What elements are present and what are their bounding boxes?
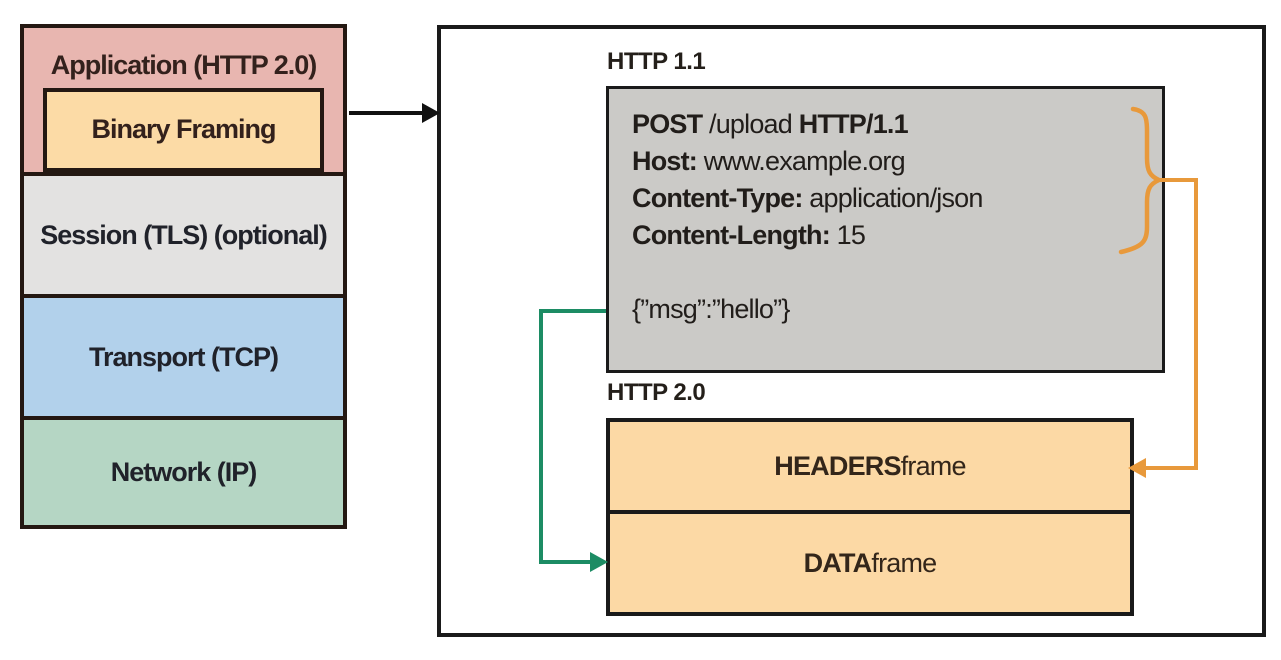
header-value: 15 bbox=[829, 220, 866, 250]
header-key: Host: bbox=[632, 146, 698, 176]
http11-request-box: POST /upload HTTP/1.1 Host: www.example.… bbox=[606, 86, 1165, 373]
data-frame-keyword: DATA bbox=[803, 547, 873, 578]
header-key: Content-Type: bbox=[632, 183, 803, 213]
layer-session-label: Session (TLS) (optional) bbox=[40, 219, 327, 250]
layer-network-label: Network (IP) bbox=[110, 457, 258, 487]
header-value: application/json bbox=[802, 183, 983, 213]
layer-session: Session (TLS) (optional) bbox=[24, 172, 343, 294]
request-line-post: POST /upload HTTP/1.1 bbox=[632, 106, 1152, 143]
request-line-content-length: Content-Length: 15 bbox=[632, 217, 1152, 254]
request-path: /upload bbox=[702, 109, 799, 139]
headers-frame-keyword: HEADERS bbox=[774, 450, 901, 481]
binary-framing-box: Binary Framing bbox=[43, 88, 324, 172]
layer-application-label: Application (HTTP 2.0) bbox=[50, 50, 318, 80]
request-line-content-type: Content-Type: application/json bbox=[632, 180, 1152, 217]
headers-frame-rest: frame bbox=[900, 450, 967, 481]
header-value: www.example.org bbox=[697, 146, 906, 176]
stack-to-panel-arrow bbox=[349, 103, 440, 123]
request-method: POST bbox=[632, 109, 703, 139]
request-body-json: {”msg”:”hello”} bbox=[632, 294, 790, 324]
protocol-stack: Application (HTTP 2.0) Binary Framing Se… bbox=[20, 24, 347, 529]
layer-network: Network (IP) bbox=[24, 416, 343, 525]
layer-application: Application (HTTP 2.0) Binary Framing bbox=[24, 28, 343, 172]
http20-frames-box: HEADERS frame DATA frame bbox=[606, 418, 1134, 616]
request-blank-line bbox=[632, 254, 1152, 291]
frame-mapping-panel: HTTP 1.1 POST /upload HTTP/1.1 Host: www… bbox=[437, 25, 1266, 637]
layer-transport-label: Transport (TCP) bbox=[88, 341, 279, 372]
layer-transport: Transport (TCP) bbox=[24, 294, 343, 416]
http20-section-label: HTTP 2.0 bbox=[607, 379, 706, 406]
header-key: Content-Length: bbox=[632, 220, 831, 250]
headers-frame: HEADERS frame bbox=[610, 422, 1130, 514]
data-frame: DATA frame bbox=[610, 514, 1130, 612]
data-frame-rest: frame bbox=[871, 547, 937, 578]
http11-section-label: HTTP 1.1 bbox=[607, 48, 706, 75]
request-line-host: Host: www.example.org bbox=[632, 143, 1152, 180]
request-version: HTTP/1.1 bbox=[798, 109, 909, 139]
binary-framing-label: Binary Framing bbox=[91, 114, 276, 144]
